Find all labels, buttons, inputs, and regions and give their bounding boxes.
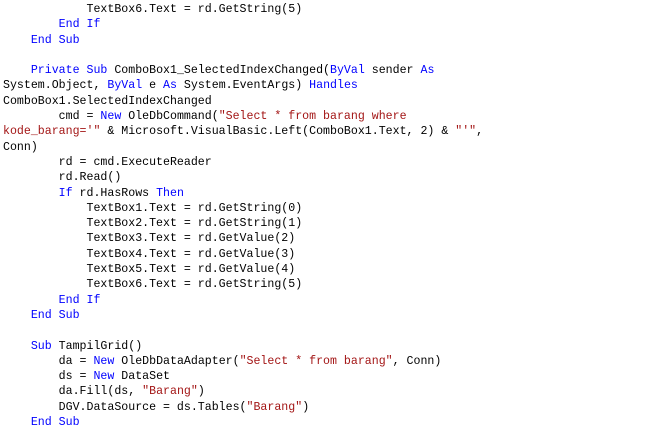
- code-line: rd = cmd.ExecuteReader: [3, 155, 649, 170]
- code-text: & Microsoft.VisualBasic.Left(ComboBox1.T…: [100, 125, 456, 139]
- code-text: DGV.DataSource = ds.Tables(: [3, 400, 247, 414]
- code-text: OleDbDataAdapter(: [114, 354, 240, 368]
- code-keyword: As: [163, 79, 177, 93]
- code-text: [3, 34, 31, 47]
- code-line: TextBox1.Text = rd.GetString(0): [3, 201, 649, 216]
- code-line: End If: [3, 293, 649, 308]
- code-text: da.Fill(ds,: [3, 385, 143, 399]
- code-text: System.Object,: [3, 79, 108, 93]
- code-text: TextBox3.Text = rd.GetValue(2): [3, 232, 296, 246]
- code-line: End Sub: [3, 415, 649, 430]
- code-line: ComboBox1.SelectedIndexChanged: [3, 94, 649, 109]
- code-keyword: New: [100, 110, 122, 124]
- code-line: rd.Read(): [3, 170, 649, 185]
- code-line: End If: [3, 17, 649, 32]
- code-text: da =: [3, 354, 94, 368]
- code-text: [3, 64, 31, 77]
- code-text: , Conn): [392, 354, 442, 368]
- code-text: rd = cmd.ExecuteReader: [3, 155, 212, 169]
- code-line: [3, 48, 649, 63]
- code-line: cmd = New OleDbCommand("Select * from ba…: [3, 109, 649, 124]
- code-keyword: Then: [156, 186, 184, 200]
- code-line: Sub TampilGrid(): [3, 339, 649, 354]
- code-keyword: Private Sub: [30, 64, 108, 78]
- code-line: TextBox6.Text = rd.GetString(5): [3, 2, 649, 17]
- code-text: Conn): [3, 140, 38, 154]
- code-text: [3, 309, 31, 322]
- code-line: [3, 323, 649, 338]
- code-text: ): [197, 385, 205, 399]
- code-line: da.Fill(ds, "Barang"): [3, 384, 649, 399]
- code-keyword: End Sub: [30, 33, 80, 47]
- code-line: kode_barang='" & Microsoft.VisualBasic.L…: [3, 124, 649, 139]
- code-line: TextBox5.Text = rd.GetValue(4): [3, 262, 649, 277]
- code-text: TextBox4.Text = rd.GetValue(3): [3, 247, 296, 261]
- code-text: [3, 416, 31, 429]
- code-keyword: If: [58, 186, 73, 200]
- code-text: rd.HasRows: [72, 186, 157, 200]
- code-keyword: End If: [58, 293, 101, 307]
- code-keyword: New: [93, 354, 115, 368]
- code-text: TextBox5.Text = rd.GetValue(4): [3, 263, 296, 277]
- code-text: TextBox2.Text = rd.GetString(1): [3, 217, 303, 231]
- code-line: Private Sub ComboBox1_SelectedIndexChang…: [3, 63, 649, 78]
- code-keyword: New: [93, 370, 115, 384]
- code-string: "'": [455, 125, 477, 139]
- code-keyword: Handles: [309, 79, 358, 93]
- code-text: sender: [364, 64, 421, 78]
- code-line: If rd.HasRows Then: [3, 186, 649, 201]
- code-text: ,: [476, 125, 484, 139]
- code-text: TextBox6.Text = rd.GetString(5): [3, 278, 303, 292]
- code-line: System.Object, ByVal e As System.EventAr…: [3, 78, 649, 93]
- code-text: TampilGrid(): [51, 339, 143, 353]
- code-text: rd.Read(): [3, 171, 122, 185]
- code-keyword: As: [420, 64, 435, 78]
- code-keyword: ByVal: [107, 79, 143, 93]
- code-text: DataSet: [114, 370, 170, 384]
- code-line: End Sub: [3, 308, 649, 323]
- code-text: TextBox6.Text = rd.GetString(5): [3, 3, 303, 16]
- code-text: [3, 18, 59, 31]
- code-text: e: [142, 79, 164, 93]
- code-line: TextBox3.Text = rd.GetValue(2): [3, 231, 649, 246]
- code-line: TextBox6.Text = rd.GetString(5): [3, 277, 649, 292]
- code-text: System.EventArgs): [176, 79, 310, 93]
- code-string: "Barang": [142, 385, 198, 399]
- code-listing: TextBox6.Text = rd.GetString(5) End If E…: [3, 2, 649, 430]
- code-line: ds = New DataSet: [3, 369, 649, 384]
- code-text: TextBox1.Text = rd.GetString(0): [3, 201, 303, 215]
- code-keyword: End Sub: [30, 308, 80, 322]
- code-text: [3, 294, 59, 307]
- code-text: [3, 340, 31, 353]
- code-text: ComboBox1.SelectedIndexChanged: [3, 94, 212, 108]
- code-line: TextBox4.Text = rd.GetValue(3): [3, 247, 649, 262]
- code-line: Conn): [3, 140, 649, 155]
- code-line: DGV.DataSource = ds.Tables("Barang"): [3, 400, 649, 415]
- code-text: OleDbCommand(: [121, 110, 219, 124]
- code-line: TextBox2.Text = rd.GetString(1): [3, 216, 649, 231]
- code-keyword: End If: [58, 18, 101, 32]
- code-string: kode_barang='": [3, 125, 101, 139]
- code-keyword: End Sub: [30, 416, 80, 430]
- code-text: [3, 187, 59, 200]
- code-string: "Select * from barang": [239, 354, 393, 368]
- code-line: End Sub: [3, 33, 649, 48]
- code-text: ): [302, 400, 310, 414]
- code-line: da = New OleDbDataAdapter("Select * from…: [3, 354, 649, 369]
- code-text: cmd =: [3, 110, 101, 124]
- code-keyword: ByVal: [330, 64, 365, 78]
- code-text: ds =: [3, 370, 94, 384]
- code-string: "Barang": [246, 400, 303, 414]
- code-keyword: Sub: [30, 339, 52, 353]
- code-text: ComboBox1_SelectedIndexChanged(: [107, 64, 331, 78]
- code-string: "Select * from barang where: [218, 110, 407, 124]
